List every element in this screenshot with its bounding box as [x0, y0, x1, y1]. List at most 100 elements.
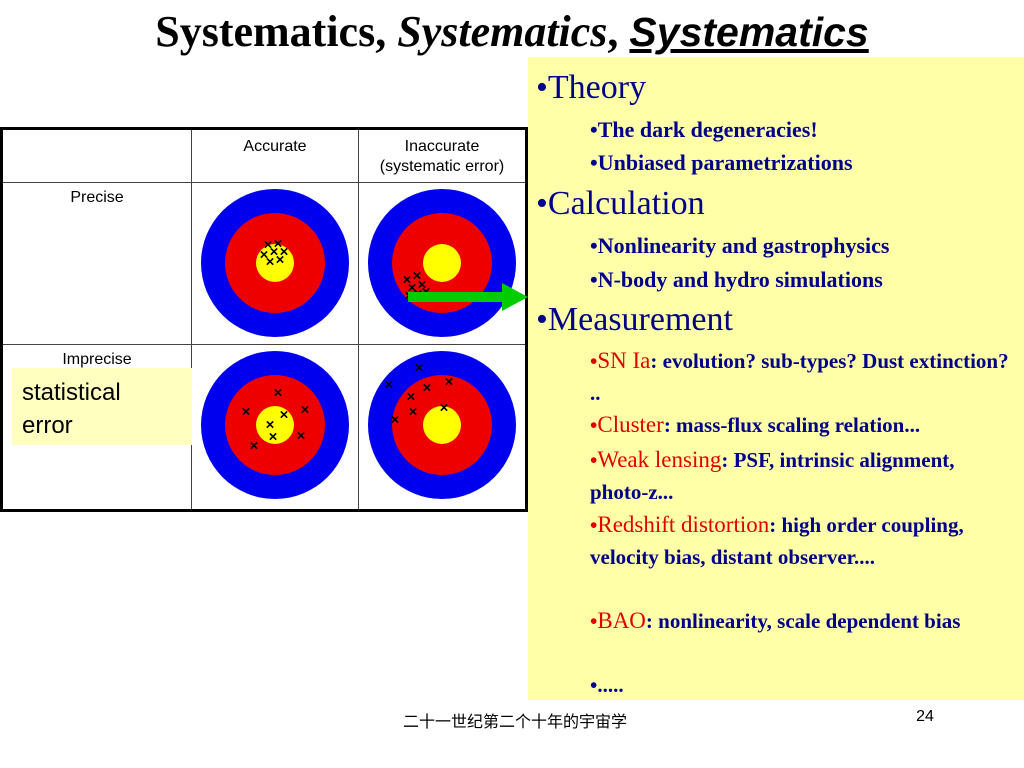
- measurement-item: •BAO: nonlinearity, scale dependent bias: [590, 605, 1010, 637]
- x-marker-icon: ×: [241, 403, 251, 421]
- x-marker-icon: ×: [259, 246, 269, 264]
- heading-measurement: •Measurement: [536, 301, 733, 339]
- measurement-item: •Redshift distortion: high order couplin…: [590, 509, 1010, 573]
- bullseye-target-icon: [201, 189, 349, 337]
- heading-calculation: •Calculation: [536, 185, 705, 223]
- right-arrow-icon: [408, 283, 528, 311]
- header-accurate: Accurate: [243, 138, 307, 155]
- bullet-icon: •: [536, 185, 548, 222]
- x-marker-icon: ×: [406, 388, 416, 406]
- bullet-icon: •: [590, 448, 598, 472]
- x-marker-icon: ×: [408, 403, 418, 421]
- bullet-icon: •: [536, 301, 548, 338]
- target-imprecise-accurate: × × × × × × × ×: [200, 350, 350, 500]
- x-marker-icon: ×: [273, 235, 283, 253]
- statistical-error-label: statistical error: [12, 368, 192, 445]
- row-header-imprecise: Imprecise: [62, 351, 132, 368]
- x-marker-icon: ×: [269, 243, 279, 261]
- bullet-icon: •: [590, 117, 598, 142]
- theory-item-text: Unbiased parametrizations: [597, 150, 853, 175]
- bullet-icon: •: [590, 413, 598, 437]
- accuracy-precision-grid: Accurate Inaccurate (systematic error) P…: [0, 127, 528, 512]
- grid-divider-h1: [3, 182, 525, 183]
- heading-measurement-text: Measurement: [547, 301, 733, 338]
- x-marker-icon: ×: [275, 251, 285, 269]
- x-marker-icon: ×: [402, 271, 412, 289]
- target-imprecise-inaccurate: × × × × × × × ×: [367, 350, 517, 500]
- measurement-item-text: : high order coupling, velocity bias, di…: [590, 513, 964, 569]
- x-marker-icon: ×: [444, 373, 454, 391]
- measurement-item-key: Weak lensing: [597, 447, 722, 472]
- measurement-item-text: : PSF, intrinsic alignment, photo-z...: [590, 448, 955, 504]
- row-header-precise: Precise: [70, 189, 124, 206]
- x-marker-icon: ×: [412, 267, 422, 285]
- calculation-item-text: Nonlinearity and gastrophysics: [597, 233, 890, 258]
- bullet-icon: •: [590, 233, 598, 258]
- heading-calculation-text: Calculation: [547, 185, 705, 222]
- statistical-error-line2: error: [22, 412, 73, 439]
- x-marker-icon: ×: [265, 253, 275, 271]
- bullet-icon: •: [590, 609, 598, 633]
- x-marker-icon: ×: [296, 427, 306, 445]
- grid-divider-v1: [191, 130, 192, 509]
- measurement-ellipsis: •.....: [590, 669, 1010, 701]
- bullet-icon: •: [590, 267, 598, 292]
- grid-divider-h2: [3, 344, 525, 345]
- measurement-item: •Cluster: mass-flux scaling relation...: [590, 409, 1010, 441]
- bullet-icon: •: [590, 513, 598, 537]
- systematics-panel: •Theory •The dark degeneracies! •Unbiase…: [528, 57, 1024, 700]
- heading-theory: •Theory: [536, 69, 646, 107]
- title-part3: ,: [607, 7, 630, 56]
- theory-item: •The dark degeneracies!: [590, 117, 818, 143]
- x-marker-icon: ×: [384, 376, 394, 394]
- ellipsis-text: .....: [597, 673, 624, 697]
- calculation-item: •Nonlinearity and gastrophysics: [590, 233, 889, 259]
- calculation-item: •N-body and hydro simulations: [590, 267, 883, 293]
- measurement-item-key: Redshift distortion: [597, 512, 770, 537]
- slide-title: Systematics, Systematics, Systematics: [0, 6, 1024, 57]
- x-marker-icon: ×: [417, 276, 427, 294]
- statistical-error-line1: statistical: [22, 379, 121, 406]
- x-marker-icon: ×: [414, 359, 424, 377]
- measurement-item-key: SN Ia: [597, 348, 651, 373]
- heading-theory-text: Theory: [547, 69, 647, 106]
- page-number: 24: [916, 708, 934, 725]
- title-part1: Systematics,: [155, 7, 398, 56]
- bullet-icon: •: [536, 69, 548, 106]
- bullseye-target-icon: [368, 351, 516, 499]
- calculation-item-text: N-body and hydro simulations: [597, 267, 883, 292]
- measurement-item-key: Cluster: [597, 412, 664, 437]
- measurement-item-text: : nonlinearity, scale dependent bias: [645, 609, 961, 633]
- x-marker-icon: ×: [263, 236, 273, 254]
- x-marker-icon: ×: [279, 243, 289, 261]
- measurement-item: •Weak lensing: PSF, intrinsic alignment,…: [590, 444, 1010, 508]
- measurement-item: •SN Ia: evolution? sub-types? Dust extin…: [590, 345, 1010, 409]
- header-systematic-error: (systematic error): [379, 158, 505, 175]
- theory-item-text: The dark degeneracies!: [597, 117, 818, 142]
- x-marker-icon: ×: [265, 416, 275, 434]
- x-marker-icon: ×: [407, 279, 417, 297]
- bullet-icon: •: [590, 673, 598, 697]
- target-precise-inaccurate: × × × × × × ×: [367, 188, 517, 338]
- grid-divider-v2: [358, 130, 359, 509]
- bullet-icon: •: [590, 349, 598, 373]
- x-marker-icon: ×: [422, 379, 432, 397]
- header-inaccurate: Inaccurate: [404, 138, 480, 155]
- title-part4: Systematics: [629, 9, 869, 55]
- x-marker-icon: ×: [268, 428, 278, 446]
- title-part2: Systematics: [397, 7, 608, 56]
- bullseye-target-icon: [368, 189, 516, 337]
- x-marker-icon: ×: [249, 437, 259, 455]
- x-marker-icon: ×: [273, 384, 283, 402]
- measurement-item-text: : mass-flux scaling relation...: [663, 413, 921, 437]
- measurement-item-key: BAO: [597, 608, 646, 633]
- x-marker-icon: ×: [439, 399, 449, 417]
- measurement-item-text: : evolution? sub-types? Dust extinction?…: [590, 349, 1009, 405]
- x-marker-icon: ×: [279, 406, 289, 424]
- footer-course-title: 二十一世纪第二个十年的宇宙学: [402, 714, 627, 731]
- x-marker-icon: ×: [300, 401, 310, 419]
- theory-item: •Unbiased parametrizations: [590, 150, 853, 176]
- target-precise-accurate: × × × × × × ×: [200, 188, 350, 338]
- bullseye-target-icon: [201, 351, 349, 499]
- x-marker-icon: ×: [390, 411, 400, 429]
